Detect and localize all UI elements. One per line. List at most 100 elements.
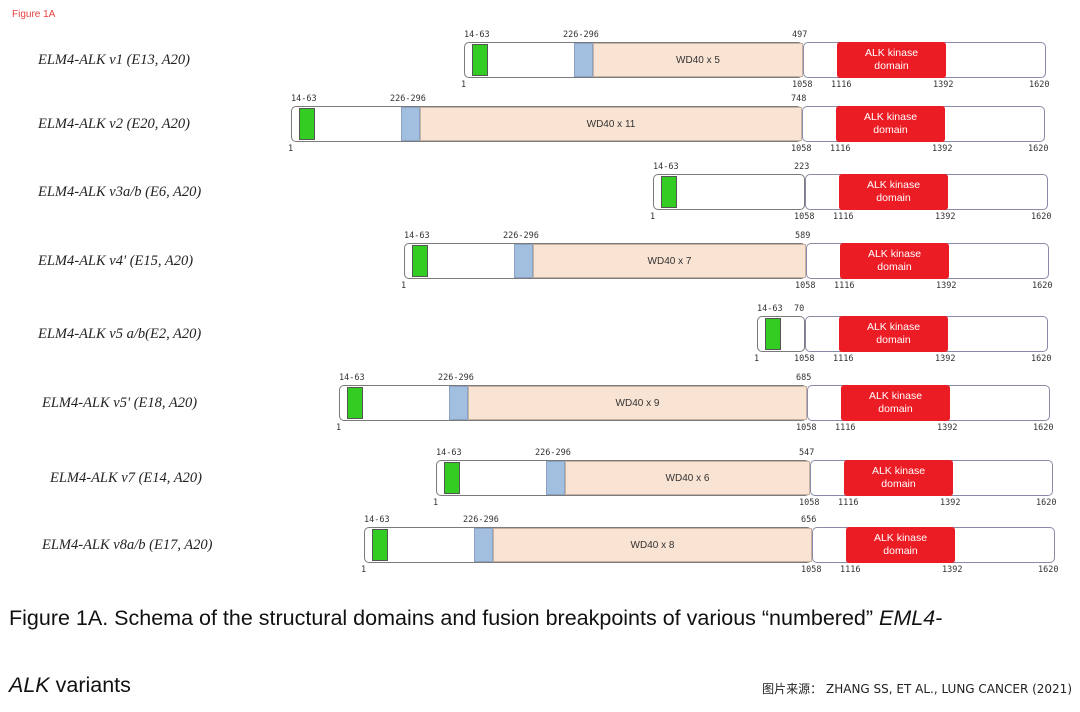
kinase-label-line-2: domain: [876, 334, 911, 346]
kinase-label-line-1: ALK kinase: [866, 178, 921, 191]
variant-label: ELM4-ALK v5 a/b(E2, A20): [38, 326, 202, 342]
kinase-label-line-2: domain: [883, 545, 918, 557]
region-label-226-296: 226-296: [438, 373, 474, 383]
alk-position-label: 1116: [834, 281, 855, 291]
caption-line-2: ALK variants: [9, 673, 131, 698]
eml4-breakpoint-label: 685: [796, 373, 812, 383]
alk-position-label: 1116: [831, 80, 852, 90]
wd40-label: WD40 x 5: [676, 54, 720, 66]
alk-position-label: 1116: [840, 565, 861, 575]
coiled-coil-domain: [472, 44, 488, 76]
alk-position-label: 1058: [792, 80, 813, 90]
alk-position-label: 1058: [801, 565, 822, 575]
kinase-label-line-2: domain: [881, 478, 916, 490]
basic-region: [449, 386, 468, 420]
region-label-226-296: 226-296: [563, 30, 599, 40]
wd40-label: WD40 x 6: [665, 472, 710, 484]
alk-position-label: 1058: [796, 423, 817, 433]
coiled-coil-domain: [412, 245, 428, 277]
variant-label: ELM4-ALK v5' (E18, A20): [42, 395, 198, 411]
wd40-domain: WD40 x 7: [533, 244, 806, 278]
kinase-label-line-1: ALK kinase: [867, 247, 922, 260]
kinase-label-line-1: ALK kinase: [866, 320, 921, 333]
eml4-start-label: 1: [650, 212, 656, 222]
eml4-segment: [653, 174, 805, 210]
coiled-coil-domain: [444, 462, 460, 494]
kinase-label-line-1: ALK kinase: [863, 110, 918, 123]
variant-label: ELM4-ALK v4' (E15, A20): [38, 253, 194, 269]
variant-label: ELM4-ALK v3a/b (E6, A20): [38, 184, 202, 200]
alk-position-label: 1058: [791, 144, 812, 154]
alk-position-label: 1620: [1031, 354, 1052, 364]
alk-position-label: 1116: [838, 498, 859, 508]
eml4-start-label: 1: [336, 423, 342, 433]
region-label-226-296: 226-296: [463, 515, 499, 525]
kinase-label-line-1: ALK kinase: [871, 464, 926, 477]
coiled-coil-domain: [661, 176, 677, 208]
basic-region: [514, 244, 533, 278]
eml4-start-label: 1: [288, 144, 294, 154]
alk-position-label: 1116: [830, 144, 851, 154]
caption-text: Schema of the structural domains and fus…: [108, 606, 880, 630]
wd40-domain: WD40 x 9: [468, 386, 807, 420]
alk-position-label: 1058: [795, 281, 816, 291]
kinase-label-line-1: ALK kinase: [864, 46, 919, 59]
region-label-14-63: 14-63: [653, 162, 679, 172]
basic-region: [574, 43, 593, 77]
alk-position-label: 1392: [936, 281, 957, 291]
variant-label: ELM4-ALK v7 (E14, A20): [50, 470, 202, 486]
caption-gene-1: EML4-: [879, 606, 943, 630]
alk-position-label: 1392: [937, 423, 958, 433]
alk-position-label: 1392: [932, 144, 953, 154]
alk-position-label: 1620: [1036, 498, 1057, 508]
caption-lead: Figure 1A.: [9, 606, 109, 630]
alk-position-label: 1620: [1032, 281, 1053, 291]
alk-position-label: 1392: [935, 354, 956, 364]
eml4-breakpoint-label: 589: [795, 231, 811, 241]
wd40-domain: WD40 x 8: [493, 528, 812, 562]
wd40-label: WD40 x 8: [630, 539, 675, 551]
kinase-label-line-2: domain: [878, 403, 913, 415]
region-label-14-63: 14-63: [436, 448, 462, 458]
basic-region: [546, 461, 565, 495]
wd40-domain: WD40 x 6: [565, 461, 810, 495]
caption-tail: variants: [49, 673, 131, 697]
eml4-start-label: 1: [754, 354, 760, 364]
variant-label: ELM4-ALK v2 (E20, A20): [38, 116, 190, 132]
alk-position-label: 1620: [1028, 144, 1049, 154]
region-label-14-63: 14-63: [404, 231, 430, 241]
kinase-label-line-2: domain: [874, 60, 909, 72]
wd40-domain: WD40 x 5: [593, 43, 803, 77]
alk-position-label: 1620: [1033, 423, 1054, 433]
eml4-breakpoint-label: 70: [794, 304, 805, 314]
region-label-226-296: 226-296: [503, 231, 539, 241]
variant-label: ELM4-ALK v1 (E13, A20): [38, 52, 190, 68]
eml4-breakpoint-label: 656: [801, 515, 817, 525]
coiled-coil-domain: [347, 387, 363, 419]
figure-tag: Figure 1A: [12, 9, 56, 20]
alk-position-label: 1392: [940, 498, 961, 508]
alk-position-label: 1058: [794, 354, 815, 364]
eml4-start-label: 1: [401, 281, 407, 291]
kinase-label-line-2: domain: [873, 124, 908, 136]
kinase-label-line-1: ALK kinase: [868, 389, 923, 402]
kinase-label-line-2: domain: [876, 192, 911, 204]
region-label-14-63: 14-63: [339, 373, 365, 383]
variant-label: ELM4-ALK v8a/b (E17, A20): [42, 537, 213, 553]
basic-region: [474, 528, 493, 562]
alk-position-label: 1620: [1031, 212, 1052, 222]
alk-position-label: 1620: [1038, 565, 1059, 575]
alk-position-label: 1116: [833, 354, 854, 364]
region-label-226-296: 226-296: [535, 448, 571, 458]
wd40-label: WD40 x 11: [586, 118, 636, 130]
coiled-coil-domain: [372, 529, 388, 561]
region-label-226-296: 226-296: [390, 94, 426, 104]
